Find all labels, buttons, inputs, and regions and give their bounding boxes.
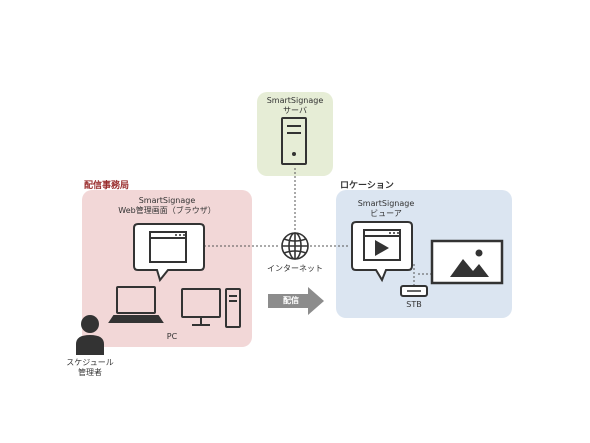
- server-title: SmartSignage: [266, 96, 324, 105]
- user-label-line2: 管理者: [78, 368, 102, 377]
- pc-label: PC: [166, 332, 178, 341]
- display-screen-icon: [430, 239, 504, 285]
- internet-label: インターネット: [267, 264, 323, 273]
- office-app-title: SmartSignage: [138, 196, 196, 205]
- office-section-label: 配信事務局: [84, 181, 130, 191]
- network-lines: [200, 168, 432, 286]
- desktop-pc-icon: [181, 288, 241, 328]
- location-app-title: SmartSignage: [357, 199, 415, 208]
- delivery-arrow: [268, 287, 324, 315]
- viewer-bubble-icon: [351, 221, 413, 283]
- user-label-line1: スケジュール: [66, 358, 114, 367]
- browser-bubble-icon: [133, 223, 205, 283]
- location-section-label: ロケーション: [340, 181, 394, 191]
- delivery-label: 配信: [283, 296, 299, 305]
- laptop-icon: [108, 286, 164, 323]
- stb-icon: [400, 285, 428, 297]
- office-app-subtitle: Web管理画面（ブラウザ）: [118, 206, 216, 215]
- stb-label: STB: [406, 300, 422, 309]
- globe-icon: [281, 232, 309, 260]
- user-person-icon: [76, 315, 104, 355]
- location-app-subtitle: ビューア: [370, 209, 402, 218]
- server-icon: [281, 117, 307, 165]
- server-subtitle: サーバ: [283, 106, 307, 115]
